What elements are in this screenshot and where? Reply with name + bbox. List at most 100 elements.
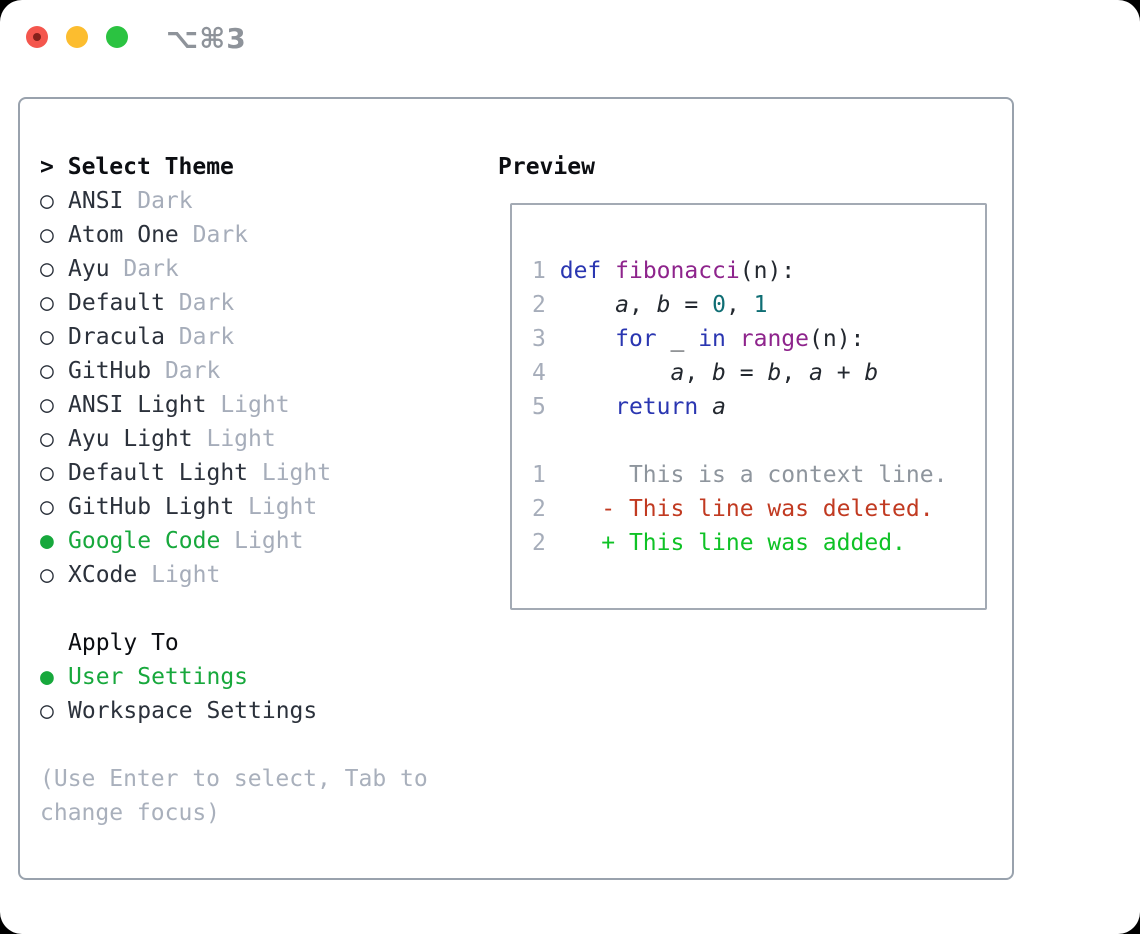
spacer xyxy=(40,592,480,626)
unselected-radio-icon: ○ xyxy=(40,698,54,724)
unselected-radio-icon: ○ xyxy=(40,324,54,350)
option-label: Ayu Light xyxy=(68,426,193,452)
option-label: GitHub Light xyxy=(68,494,235,520)
apply-to-header: Apply To xyxy=(40,626,480,660)
option-label: XCode xyxy=(68,562,138,588)
apply-option-user-settings[interactable]: ● User Settings xyxy=(40,660,480,694)
code-token: + This line was added. xyxy=(601,530,906,556)
selected-radio-icon: ● xyxy=(40,664,54,690)
line-number: 1 xyxy=(532,258,546,284)
line-number: 5 xyxy=(532,394,546,420)
code-token: b xyxy=(767,360,782,386)
option-label: User Settings xyxy=(68,664,249,690)
unselected-radio-icon: ○ xyxy=(40,358,54,384)
variant-label: Light xyxy=(248,460,332,486)
unselected-radio-icon: ○ xyxy=(40,426,54,452)
code-line: 2 a, b = 0, 1 xyxy=(532,288,985,322)
theme-option-default-light[interactable]: ○Default Light Light xyxy=(40,456,480,490)
variant-label: Dark xyxy=(151,358,221,384)
code-line: 3 for _ in range(n): xyxy=(532,322,985,356)
code-token xyxy=(546,360,671,386)
theme-option-dracula[interactable]: ○Dracula Dark xyxy=(40,320,480,354)
option-label: GitHub xyxy=(68,358,152,384)
line-number: 2 xyxy=(532,496,546,522)
option-label: Dracula xyxy=(68,324,165,350)
variant-label: Dark xyxy=(109,256,179,282)
code-token: range xyxy=(739,326,810,352)
code-token: 0 xyxy=(712,292,726,318)
variant-label: Light xyxy=(234,494,318,520)
theme-option-default[interactable]: ○Default Dark xyxy=(40,286,480,320)
theme-option-atom-one[interactable]: ○Atom One Dark xyxy=(40,218,480,252)
code-token: , xyxy=(781,360,810,386)
option-label: Google Code xyxy=(68,528,221,554)
zoom-button[interactable] xyxy=(106,26,128,48)
code-token: b xyxy=(712,360,726,386)
unselected-radio-icon: ○ xyxy=(40,494,54,520)
line-number: 4 xyxy=(532,360,546,386)
code-token: (n): xyxy=(739,258,796,284)
line-number xyxy=(532,428,546,454)
theme-list: ○ANSI Dark○Atom One Dark○Ayu Dark○Defaul… xyxy=(40,184,480,592)
select-theme-header-label: Select Theme xyxy=(67,154,234,180)
variant-label: Dark xyxy=(123,188,193,214)
theme-list-column: > Select Theme ○ANSI Dark○Atom One Dark○… xyxy=(40,150,480,830)
code-token: , xyxy=(725,292,754,318)
variant-label: Light xyxy=(220,528,304,554)
code-token xyxy=(601,258,615,284)
option-label: Workspace Settings xyxy=(68,698,318,724)
theme-option-github-light[interactable]: ○ GitHub Light Light xyxy=(40,490,480,524)
code-token: def xyxy=(559,258,602,284)
code-token: _ xyxy=(656,326,699,352)
option-label: Ayu xyxy=(68,256,110,282)
code-token: a xyxy=(809,360,823,386)
code-token xyxy=(546,326,615,352)
theme-option-google-code[interactable]: ●Google Code Light xyxy=(40,524,480,558)
code-token: - This line was deleted. xyxy=(601,496,934,522)
code-token: = xyxy=(670,292,713,318)
code-token: , xyxy=(628,292,657,318)
code-token xyxy=(546,394,615,420)
option-label: ANSI xyxy=(68,188,124,214)
code-line: 2 - This line was deleted. xyxy=(532,492,985,526)
code-token: for xyxy=(615,326,657,352)
code-token: , xyxy=(684,360,713,386)
code-line xyxy=(532,424,985,458)
unselected-radio-icon: ○ xyxy=(40,256,54,282)
code-token: b xyxy=(656,292,671,318)
theme-option-ayu[interactable]: ○ Ayu Dark xyxy=(40,252,480,286)
line-number: 1 xyxy=(532,462,546,488)
code-token: a xyxy=(670,360,685,386)
variant-label: Light xyxy=(192,426,276,452)
keyboard-shortcut-label: ⌥⌘3 xyxy=(166,22,247,55)
code-line: 4 a, b = b, a + b xyxy=(532,356,985,390)
theme-option-github[interactable]: ○ GitHub Dark xyxy=(40,354,480,388)
code-token xyxy=(546,258,560,284)
unselected-radio-icon: ○ xyxy=(40,290,54,316)
apply-to-header-label: Apply To xyxy=(68,630,179,656)
theme-selector-panel: > Select Theme ○ANSI Dark○Atom One Dark○… xyxy=(18,97,1014,880)
theme-option-ansi-light[interactable]: ○ANSI Light Light xyxy=(40,388,480,422)
theme-option-xcode[interactable]: ○XCode Light xyxy=(40,558,480,592)
code-token xyxy=(698,394,712,420)
theme-option-ansi[interactable]: ○ANSI Dark xyxy=(40,184,480,218)
theme-option-ayu-light[interactable]: ○ Ayu Light Light xyxy=(40,422,480,456)
variant-label: Dark xyxy=(178,222,249,248)
line-number: 3 xyxy=(532,326,546,352)
code-token xyxy=(546,292,615,318)
close-button[interactable] xyxy=(26,26,48,48)
minimize-button[interactable] xyxy=(66,26,88,48)
option-label: Default xyxy=(68,290,165,316)
help-text: (Use Enter to select, Tab to change focu… xyxy=(40,766,428,826)
code-line: 1 This is a context line. xyxy=(532,458,985,492)
code-token: 1 xyxy=(753,292,768,318)
code-token: fibonacci xyxy=(615,258,740,284)
unselected-radio-icon: ○ xyxy=(40,392,54,418)
option-label: Default Light xyxy=(68,460,249,486)
code-line: 5 return a xyxy=(532,390,985,424)
apply-option-workspace-settings[interactable]: ○ Workspace Settings xyxy=(40,694,480,728)
code-token: b xyxy=(864,360,879,386)
code-token: = xyxy=(725,360,768,386)
